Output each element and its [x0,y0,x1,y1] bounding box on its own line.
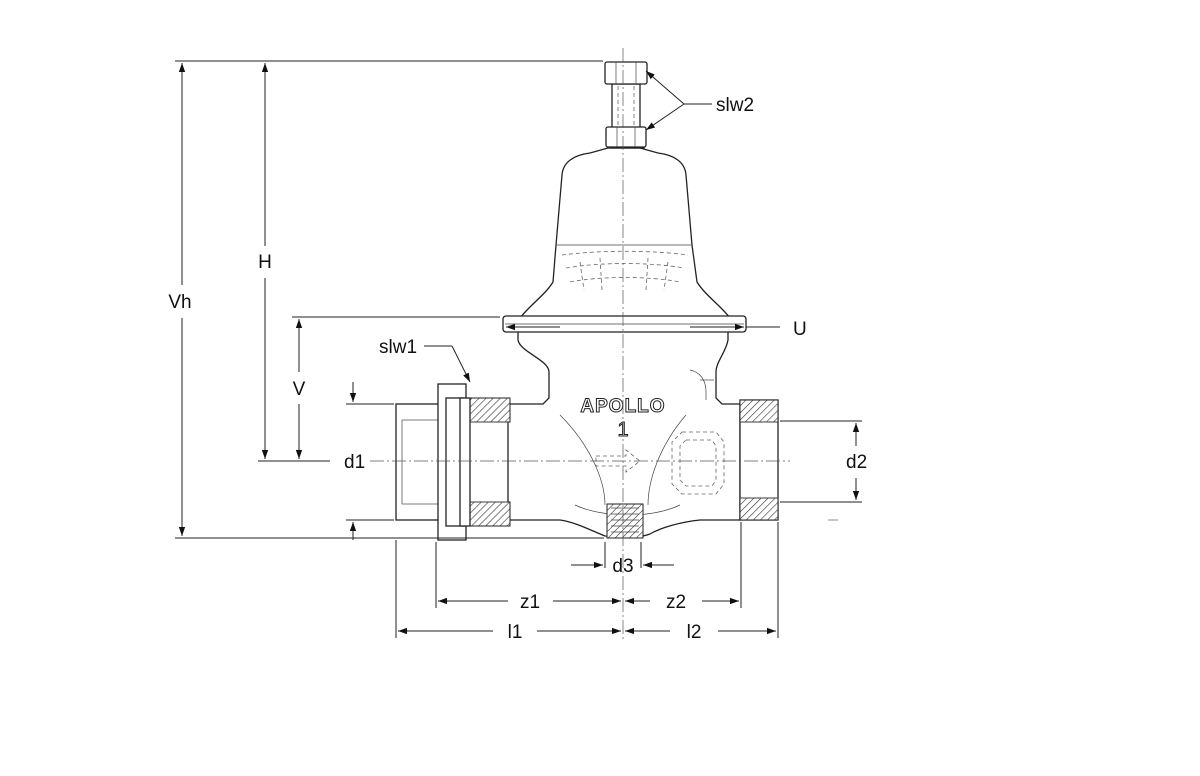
dimension-lines [178,63,860,635]
label-U: U [793,319,807,340]
brand-text: APOLLO [580,396,665,417]
valve-body [395,61,779,541]
label-H: H [258,252,272,273]
label-d2: d2 [846,452,867,473]
label-z2: z2 [666,592,686,613]
label-l2: l2 [687,622,702,643]
label-d1: d1 [344,452,365,473]
center-lines [370,48,838,640]
label-V: V [293,379,306,400]
label-slw1: slw1 [379,337,417,358]
leader-lines [424,70,712,383]
label-slw2: slw2 [716,95,754,116]
label-d3: d3 [612,556,633,577]
label-l1: l1 [508,622,523,643]
label-Vh: Vh [168,292,191,313]
dimension-labels: slw2 slw1 H Vh V U d1 d2 d3 z1 z2 l1 l2 [168,95,867,643]
label-z1: z1 [520,592,540,613]
extension-lines [175,60,862,638]
